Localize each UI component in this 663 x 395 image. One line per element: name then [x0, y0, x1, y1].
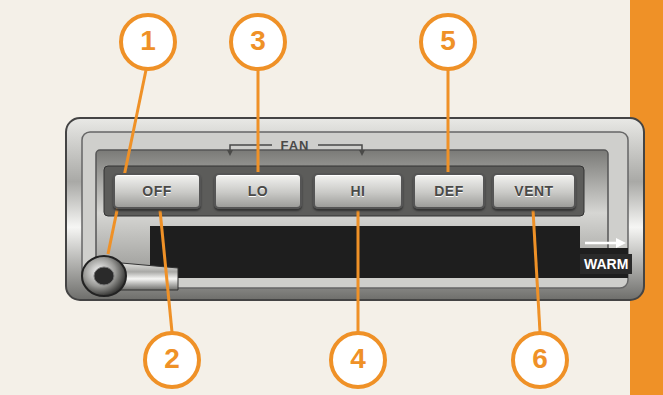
- callout-circle: [145, 333, 199, 387]
- push-button: LO: [214, 173, 302, 209]
- push-button: DEF: [413, 173, 485, 209]
- callout-circle: [513, 333, 567, 387]
- push-button: HI: [313, 173, 403, 209]
- leader-line: [257, 70, 260, 172]
- button-well: [104, 166, 584, 216]
- panel-label: FAN: [281, 138, 310, 153]
- lever-slot: [150, 226, 580, 278]
- leader-line: [108, 70, 146, 254]
- fan-bracket-head: [227, 150, 233, 156]
- fan-bracket: [318, 145, 362, 152]
- push-button: OFF: [113, 173, 201, 209]
- callout-number: 1: [128, 25, 168, 57]
- knob-center: [94, 267, 114, 285]
- warm-arrow-head: [616, 238, 626, 248]
- push-button: VENT: [492, 173, 576, 209]
- fan-bracket: [230, 145, 272, 152]
- callout-circle: [421, 15, 475, 69]
- fan-bracket-head: [359, 150, 365, 156]
- bezel: [66, 118, 644, 300]
- temperature-knob: [82, 256, 126, 296]
- leader-line: [447, 70, 450, 172]
- callout-number: 6: [520, 343, 560, 375]
- button-label: OFF: [142, 183, 172, 199]
- leader-line: [160, 210, 172, 332]
- button-label: VENT: [514, 183, 553, 199]
- callout-circle: [331, 333, 385, 387]
- callout-number: 3: [238, 25, 278, 57]
- callout-number: 2: [152, 343, 192, 375]
- panel-label: WARM: [580, 254, 632, 274]
- button-label: DEF: [434, 183, 464, 199]
- button-label: HI: [351, 183, 366, 199]
- button-label: LO: [248, 183, 268, 199]
- callout-number: 5: [428, 25, 468, 57]
- callout-number: 4: [338, 343, 378, 375]
- leader-line: [533, 210, 540, 332]
- leader-line: [357, 210, 360, 332]
- callout-circle: [231, 15, 285, 69]
- callout-circle: [121, 15, 175, 69]
- leader-lines: [108, 70, 540, 332]
